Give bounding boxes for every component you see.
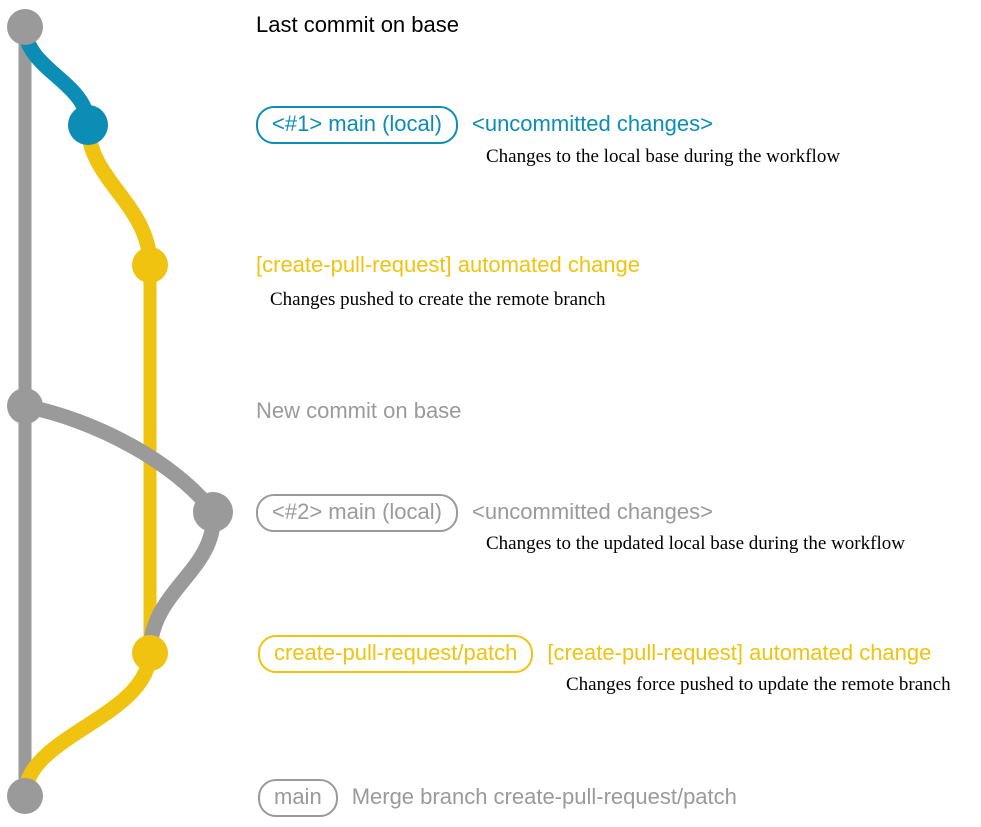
commit-description-patch-2: Changes force pushed to update the remot… <box>566 674 951 695</box>
branch-badge-main[interactable]: main <box>258 779 338 818</box>
row-merge: main Merge branch create-pull-request/pa… <box>258 779 737 818</box>
edge-base-new-to-local-2 <box>17 398 221 520</box>
edge-local-1-to-patch-1 <box>80 117 158 273</box>
commit-headline-local-1: <uncommitted changes> <box>471 111 713 136</box>
commit-node-base-merge[interactable] <box>7 778 43 814</box>
commit-description-local-2: Changes to the updated local base during… <box>486 533 905 554</box>
commit-headline-local-2: <uncommitted changes> <box>471 499 713 524</box>
commit-node-local-2[interactable] <box>193 492 233 532</box>
row-local-2: <#2> main (local) <uncommitted changes> <box>256 494 713 533</box>
commit-description-patch-1: Changes pushed to create the remote bran… <box>270 289 606 310</box>
commit-node-base-new[interactable] <box>7 388 43 424</box>
commit-node-local-1[interactable] <box>68 105 108 145</box>
row-patch-2: create-pull-request/patch [create-pull-r… <box>258 635 932 674</box>
branch-badge-local-1[interactable]: <#1> main (local) <box>256 106 458 145</box>
label-last-commit-on-base: Last commit on base <box>256 12 459 37</box>
commit-node-patch-1[interactable] <box>132 247 168 283</box>
commit-description-local-1: Changes to the local base during the wor… <box>486 146 841 167</box>
branch-badge-local-2[interactable]: <#2> main (local) <box>256 494 458 533</box>
edge-local-2-to-patch-2 <box>142 504 221 661</box>
branch-badge-patch-2[interactable]: create-pull-request/patch <box>258 635 534 674</box>
row-local-1: <#1> main (local) <uncommitted changes> <box>256 106 713 145</box>
commit-node-base-last[interactable] <box>7 9 43 45</box>
commit-node-patch-2[interactable] <box>132 635 168 671</box>
commit-headline-patch-2: [create-pull-request] automated change <box>547 640 932 665</box>
commit-headline-merge: Merge branch create-pull-request/patch <box>351 784 737 809</box>
edge-base-to-local-1 <box>17 19 96 133</box>
commit-headline-patch-1: [create-pull-request] automated change <box>256 252 641 277</box>
label-new-commit-on-base: New commit on base <box>256 398 462 423</box>
edge-patch-2-to-merge <box>17 645 158 804</box>
